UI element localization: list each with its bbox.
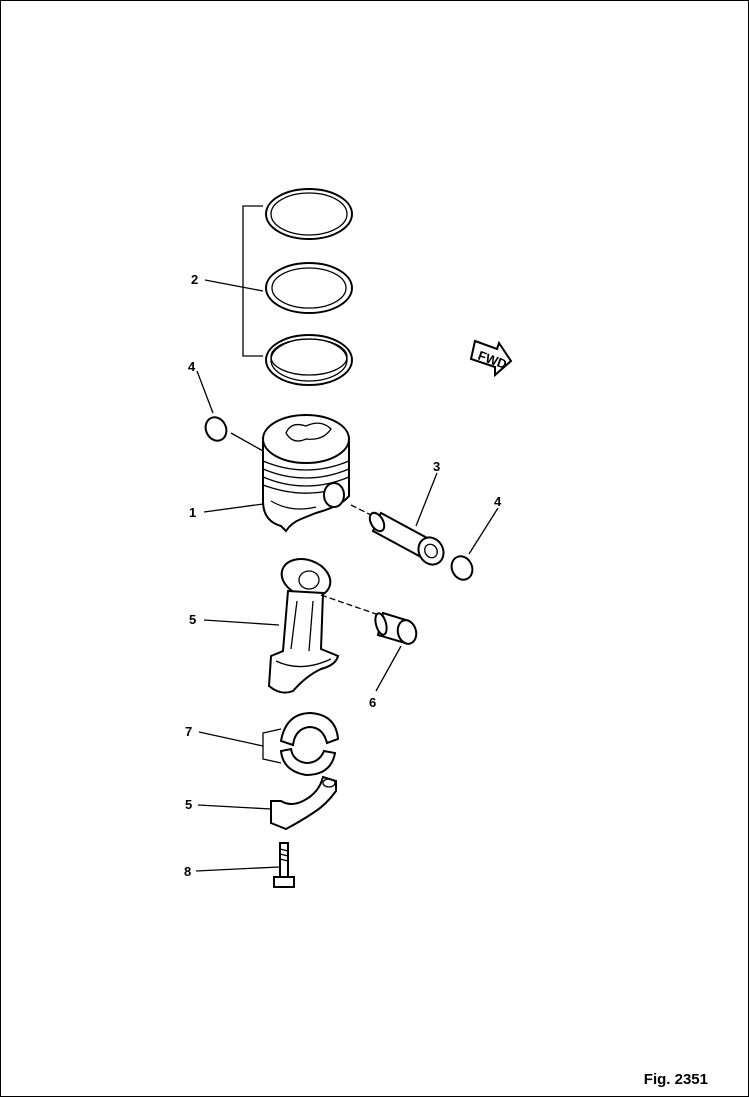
bearing-lower [279,747,337,777]
leader-5-bottom [197,804,272,810]
pin-axis-line [350,504,380,520]
leader-7 [198,731,264,747]
callout-2: 2 [191,272,198,287]
callout-3: 3 [433,459,440,474]
piston [262,414,350,533]
callout-5-bottom: 5 [185,797,192,812]
figure-number: Fig. 2351 [643,1071,708,1088]
callout-5-top: 5 [189,612,196,627]
fwd-arrow-icon [469,339,513,378]
bushing-axis-line [320,594,380,616]
piston-ring-middle [265,262,353,314]
leader-6 [375,645,402,692]
bracket-part-7 [262,728,282,764]
leader-3 [415,472,438,527]
leader-8 [195,866,280,872]
connecting-rod [267,558,340,694]
bearing-upper [279,711,340,747]
callout-4-right: 4 [494,494,502,509]
snap-ring-right [450,555,474,581]
bushing [374,611,418,645]
leader-5-top [203,619,280,626]
leader-4-right [468,507,499,555]
piston-ring-top [265,188,353,240]
snap-ring-left [204,416,228,442]
callout-6: 6 [369,695,376,710]
leader-4-left [196,370,214,414]
piston-pin [368,511,445,566]
rod-bolt [273,842,295,888]
rod-cap [270,775,337,831]
piston-ring-oil [265,334,353,386]
callout-8: 8 [184,864,191,879]
leader-2 [204,279,264,292]
callout-7: 7 [185,724,192,739]
leader-1 [203,503,264,513]
callout-1: 1 [189,505,196,520]
leader-4-left-b [230,432,264,452]
bracket-part-2 [242,205,263,357]
callout-4-left: 4 [188,359,196,374]
